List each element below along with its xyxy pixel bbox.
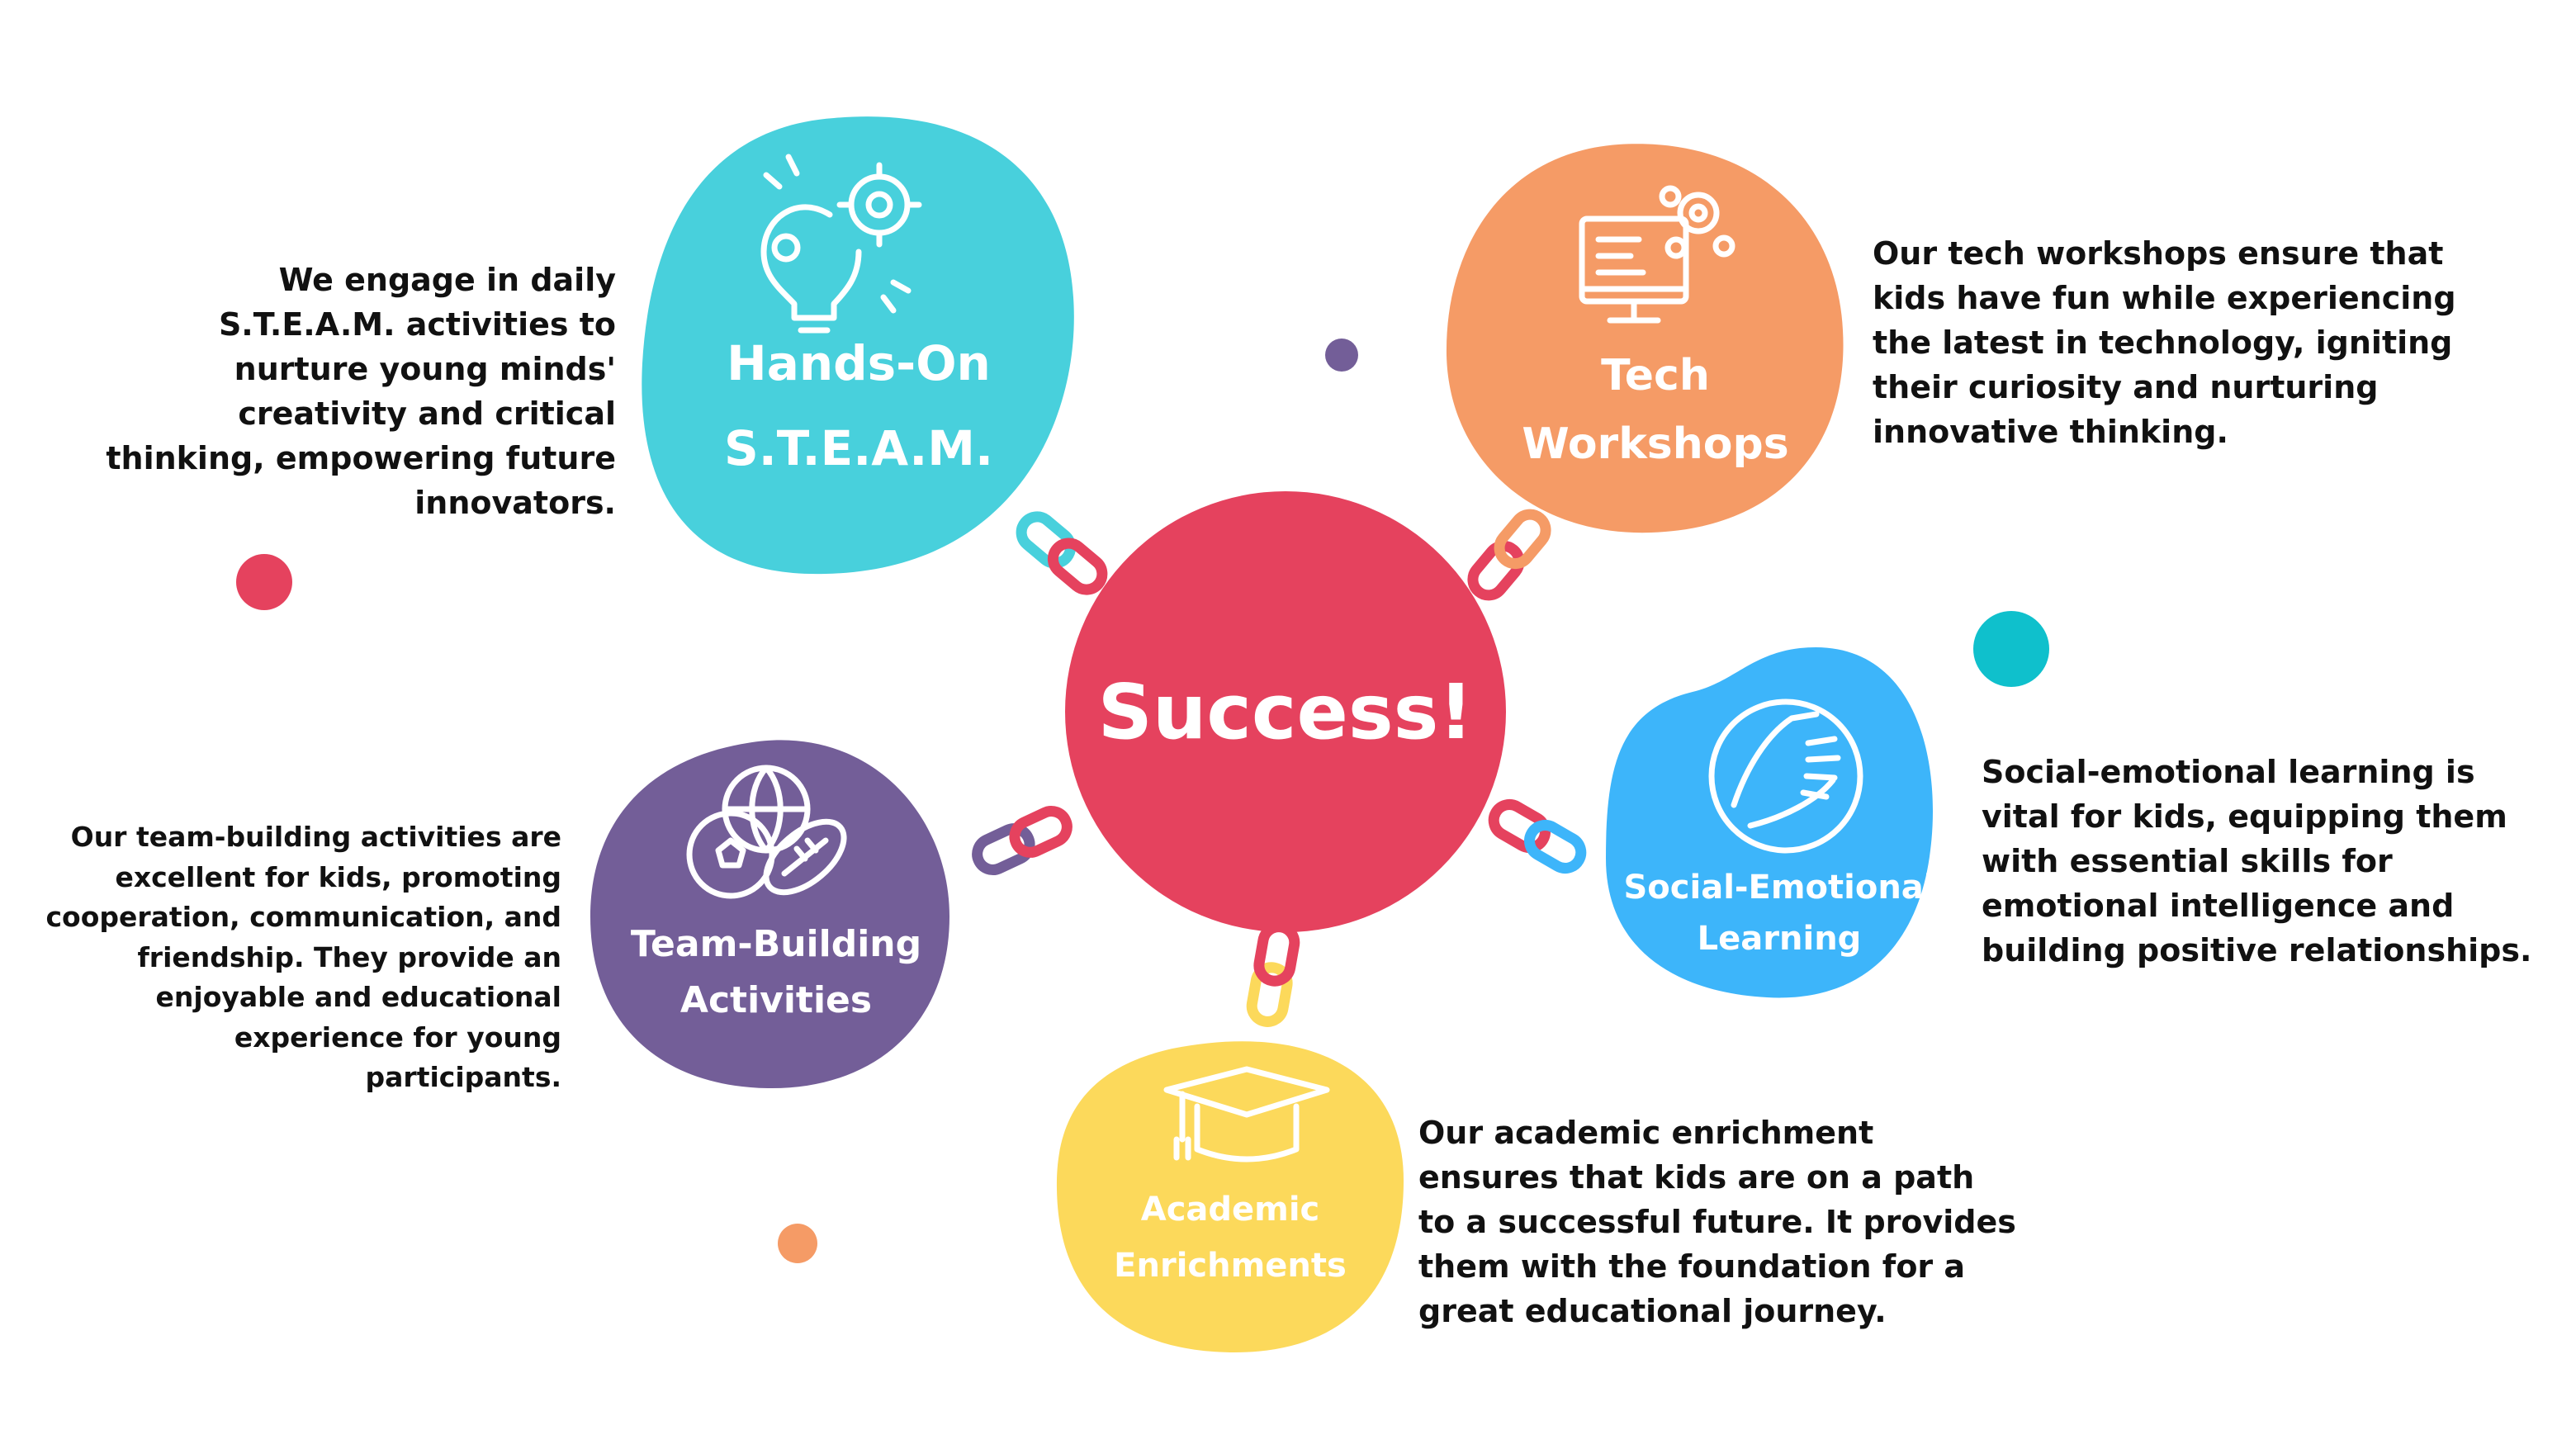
node-social-emotional-learning: Social-Emotional Learning [1606,646,1935,998]
description-team-building-activities: Our team-building activities are excelle… [45,821,561,1093]
computer-gears-icon [1579,185,1735,324]
chain-link-icon-team [972,806,1073,875]
node-title-line-1: Hands-On [727,335,991,391]
node-hands-on-steam: Hands-On S.T.E.A.M. [642,116,1074,575]
node-team-building-activities: Team-Building Activities [590,740,949,1089]
center-node: Success! [1065,491,1506,932]
lightbulb-gears-icon [760,154,922,334]
node-title-line-2: Enrichments [1114,1247,1347,1285]
decor-dot-purple [1325,339,1358,372]
node-title-line-2: Workshops [1522,419,1788,469]
node-title-line-1: Academic [1141,1191,1320,1229]
chain-link-icon-academic [1246,921,1300,1027]
node-tech-workshops: Tech Workshops [1446,144,1844,533]
graduation-cap-icon [1163,1066,1330,1163]
node-title-line-1: Social-Emotional [1624,869,1935,907]
decor-dot-orange [778,1224,817,1263]
decor-dot-red [236,554,292,610]
node-title-line-1: Tech [1601,351,1710,400]
sports-balls-icon [686,765,847,899]
description-hands-on-steam: We engage in daily S.T.E.A.M. activities… [106,262,616,521]
node-title-line-1: Team-Building [631,923,921,965]
chain-link-icon-tech [1467,509,1551,601]
decor-dot-teal [1973,611,2049,687]
node-academic-enrichments: Academic Enrichments [1056,1041,1404,1353]
node-title-line-2: Learning [1698,920,1862,958]
handshake-icon [1708,698,1863,854]
description-social-emotional-learning: Social-emotional learning is vital for k… [1982,754,2532,968]
chain-link-icon-social [1488,799,1587,874]
chain-link-icon-steam [1016,511,1108,595]
description-academic-enrichments: Our academic enrichment ensures that kid… [1418,1115,2016,1329]
center-label: Success! [1098,668,1474,756]
node-title-line-2: Activities [680,979,872,1021]
node-title-line-2: S.T.E.A.M. [724,420,993,476]
description-tech-workshops: Our tech workshops ensure that kids have… [1873,235,2456,450]
